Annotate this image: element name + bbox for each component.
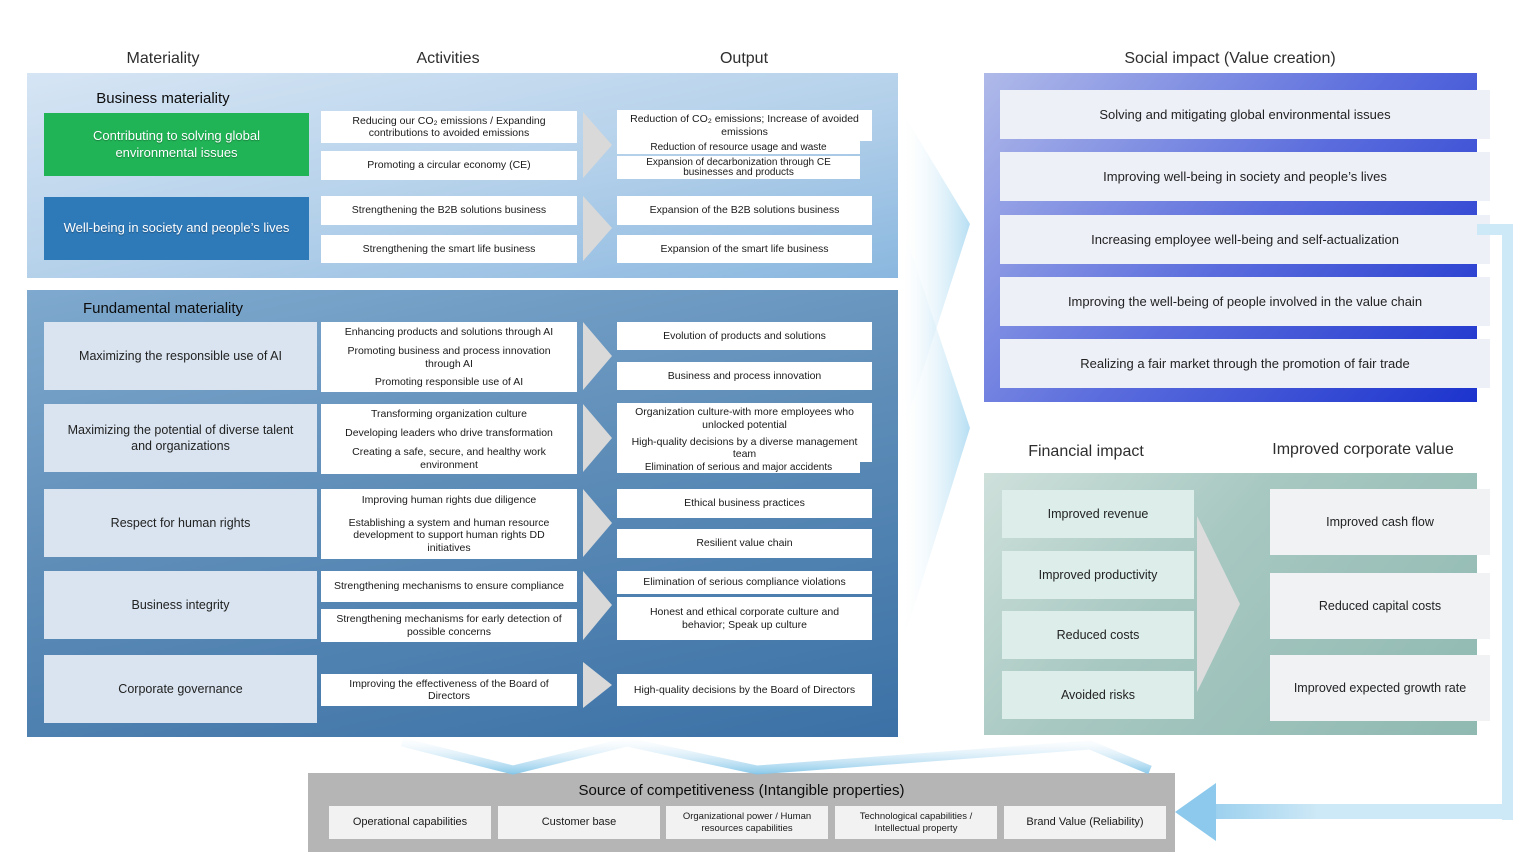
corporate-value-item: Improved cash flow — [1270, 489, 1490, 555]
zigzag-flow-ribbon — [400, 737, 1152, 775]
arrow-left-icon — [1175, 783, 1216, 841]
materiality-item-ai: Maximizing the responsible use of AI — [44, 322, 317, 390]
corporate-value-item: Improved expected growth rate — [1270, 655, 1490, 721]
social-impact-item: Improving well-being in society and peop… — [1000, 152, 1490, 201]
output-box: Ethical business practices — [617, 489, 872, 518]
column-header-output: Output — [719, 50, 769, 67]
fundamental-materiality-title: Fundamental materiality — [82, 299, 244, 317]
output-box: Expansion of decarbonization through CE … — [617, 156, 860, 179]
source-item: Operational capabilities — [329, 806, 491, 839]
output-box: Elimination of serious compliance violat… — [617, 571, 872, 594]
materiality-item-talent: Maximizing the potential of diverse tale… — [44, 404, 317, 472]
source-title: Source of competitiveness (Intangible pr… — [578, 781, 905, 799]
output-box: Expansion of the B2B solutions business — [617, 196, 872, 225]
output-box: Reduction of CO₂ emissions; Increase of … — [617, 110, 872, 141]
materiality-item-integrity: Business integrity — [44, 571, 317, 639]
source-item: Brand Value (Reliability) — [1004, 806, 1166, 839]
activity-box: Creating a safe, secure, and healthy wor… — [321, 443, 577, 474]
column-header-corporate-value: Improved corporate value — [1272, 440, 1454, 458]
social-impact-item: Improving the well-being of people invol… — [1000, 277, 1490, 326]
column-header-materiality: Materiality — [126, 50, 200, 67]
activity-box: Strengthening mechanisms to ensure compl… — [321, 571, 577, 602]
source-item: Organizational power / Human resources c… — [666, 806, 828, 839]
financial-impact-item: Improved revenue — [1002, 490, 1194, 538]
output-box: Organization culture-with more employees… — [617, 403, 872, 434]
activity-box: Transforming organization culture — [321, 404, 577, 424]
source-of-competitiveness-bar: Source of competitiveness (Intangible pr… — [308, 773, 1175, 852]
activity-box: Promoting responsible use of AI — [321, 373, 577, 392]
output-box: High-quality decisions by a diverse mana… — [617, 434, 872, 462]
business-materiality-title: Business materiality — [96, 89, 230, 107]
activity-box: Strengthening the B2B solutions business — [321, 196, 577, 225]
output-box: Expansion of the smart life business — [617, 235, 872, 263]
output-box: Resilient value chain — [617, 529, 872, 558]
flow-arrow-to-social-icon — [903, 113, 970, 432]
output-box: Business and process innovation — [617, 362, 872, 390]
activity-box: Improving human rights due diligence — [321, 489, 577, 512]
column-header-activities: Activities — [416, 50, 480, 67]
materiality-item-environment: Contributing to solving global environme… — [44, 113, 309, 176]
source-item: Technological capabilities / Intellectua… — [835, 806, 997, 839]
activity-box: Promoting business and process innovatio… — [321, 342, 577, 373]
business-materiality-panel: Business materiality Contributing to sol… — [27, 73, 898, 278]
social-impact-item: Realizing a fair market through the prom… — [1000, 339, 1490, 388]
activity-box: Developing leaders who drive transformat… — [321, 424, 577, 443]
financial-impact-item: Reduced costs — [1002, 611, 1194, 659]
output-box: Reduction of resource usage and waste — [617, 141, 860, 154]
source-item: Customer base — [498, 806, 660, 839]
column-header-financial-impact: Financial impact — [1028, 443, 1144, 460]
social-impact-item: Solving and mitigating global environmen… — [1000, 90, 1490, 139]
materiality-item-wellbeing: Well-being in society and people’s lives — [44, 197, 309, 260]
activity-box: Reducing our CO₂ emissions / Expanding c… — [321, 111, 577, 143]
social-impact-item: Increasing employee well-being and self-… — [1000, 215, 1490, 264]
output-box: High-quality decisions by the Board of D… — [617, 674, 872, 706]
column-header-social-impact: Social impact (Value creation) — [1124, 50, 1336, 67]
flow-arrow-to-financial-icon — [903, 228, 970, 642]
materiality-item-governance: Corporate governance — [44, 655, 317, 723]
materiality-item-human-rights: Respect for human rights — [44, 489, 317, 557]
output-box: Honest and ethical corporate culture and… — [617, 597, 872, 640]
activity-box: Strengthening mechanisms for early detec… — [321, 609, 577, 642]
output-box: Evolution of products and solutions — [617, 322, 872, 350]
fundamental-materiality-panel: Fundamental materiality Maximizing the r… — [27, 290, 898, 737]
corporate-value-item: Reduced capital costs — [1270, 573, 1490, 639]
financial-impact-item: Improved productivity — [1002, 551, 1194, 599]
financial-impact-item: Avoided risks — [1002, 671, 1194, 719]
activity-box: Establishing a system and human resource… — [321, 512, 577, 559]
social-impact-panel: Solving and mitigating global environmen… — [984, 73, 1490, 402]
connector-horizontal — [1212, 804, 1513, 819]
activity-box: Promoting a circular economy (CE) — [321, 151, 577, 180]
activity-box: Improving the effectiveness of the Board… — [321, 674, 577, 706]
financial-impact-panel: Improved revenue Improved productivity R… — [984, 473, 1490, 735]
activity-box: Strengthening the smart life business — [321, 235, 577, 263]
connector-vertical — [1502, 224, 1513, 820]
output-box: Elimination of serious and major acciden… — [617, 462, 860, 473]
activity-box: Enhancing products and solutions through… — [321, 322, 577, 342]
